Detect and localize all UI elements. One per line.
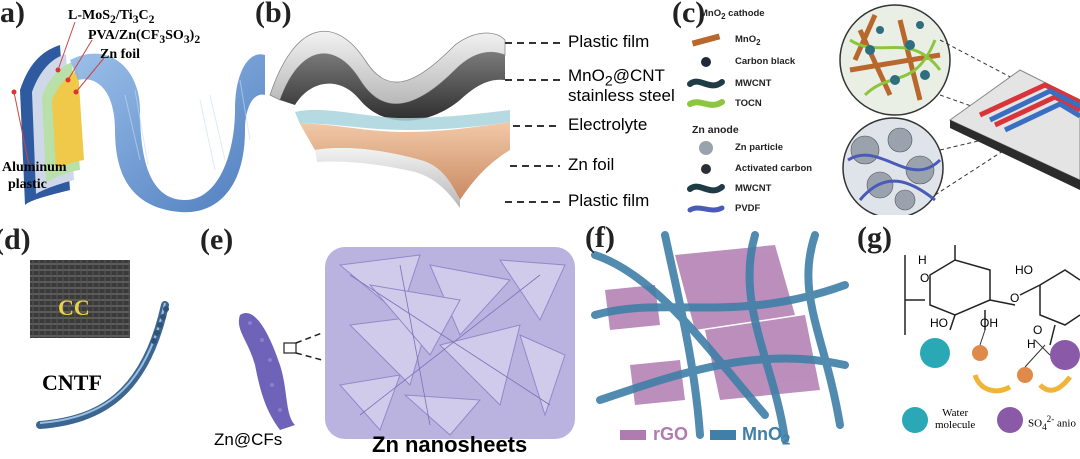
zn-particle-icon: [699, 141, 713, 155]
label-electrolyte: Electrolyte: [568, 115, 647, 135]
legend-anion-swatch: [997, 407, 1023, 433]
atom-label-o2: O: [1010, 291, 1019, 305]
legend-carbon-black: Carbon black: [735, 56, 795, 67]
mwcnt-icon: [690, 82, 722, 86]
arrow-1: [975, 375, 1010, 391]
anion-1: [1050, 340, 1080, 370]
water-molecule-1: [920, 338, 950, 368]
anode-zoom-circle: [843, 118, 943, 215]
panel-g-label: (g): [857, 221, 892, 255]
mno2-legend-swatch: [710, 430, 736, 440]
panel-e-label: (e): [200, 223, 233, 257]
carbon-black-icon: [701, 57, 711, 67]
label-plastic-film-bottom: Plastic film: [568, 191, 649, 211]
panel-c: (c) MnO2 cathode MnO2 Carbon black MWCNT…: [650, 0, 1080, 215]
panel-f: (f) rGO MnO2: [585, 215, 855, 459]
panel-e: (e) Zn@CFs Zn nanosheets: [200, 225, 590, 459]
cathode-title: MnO2 cathode: [700, 8, 765, 21]
layer-label-mos2: L-MoS2/Ti3C2: [68, 8, 154, 26]
atom-label-h1: H: [918, 253, 927, 267]
label-aluminum: Aluminum: [2, 160, 67, 176]
panel-a: a) L-MoS2/Ti3C2 PVA/Zn(CF3SO3)2 Zn foil …: [0, 0, 270, 215]
atom-label-o1: O: [920, 271, 929, 285]
atom-label-ho1: HO: [930, 316, 948, 330]
cntf-fiber-illustration: [0, 225, 210, 459]
atom-label-o3: O: [1033, 323, 1042, 337]
panel-d-label: (d): [0, 223, 31, 257]
legend-anion: SO42- anio: [1028, 414, 1076, 432]
layer-label-zn-foil: Zn foil: [100, 47, 140, 63]
activated-carbon-icon: [701, 164, 711, 174]
zn-cfs-label: Zn@CFs: [214, 430, 282, 450]
mno2-icon: [692, 33, 721, 46]
panel-b: (b) Plastic film MnO2@CNT stainless stee…: [255, 0, 695, 220]
cntf-label: CNTF: [42, 370, 102, 396]
panel-a-label: a): [0, 0, 25, 30]
legend-mno2-f: MnO2: [742, 424, 790, 449]
label-plastic: plastic: [8, 177, 47, 193]
legend-rgo: rGO: [653, 424, 688, 445]
label-plastic-film-top: Plastic film: [568, 32, 649, 52]
panel-b-label: (b): [255, 0, 292, 30]
mwcnt-anode-icon: [690, 187, 722, 191]
zn-nanosheets-label: Zn nanosheets: [372, 432, 527, 458]
rgo-sheets: [605, 245, 820, 405]
legend-mno2: MnO2: [735, 34, 761, 47]
layer-label-pva: PVA/Zn(CF3SO3)2: [88, 28, 200, 46]
legend-mwcnt-cathode: MWCNT: [735, 78, 771, 89]
polymer-chain: [905, 245, 1080, 345]
bridge-1: [972, 345, 988, 361]
bridge-2: [1017, 367, 1033, 383]
atom-label-oh1: OH: [980, 316, 998, 330]
legend-tocn: TOCN: [735, 98, 762, 109]
label-zn-foil: Zn foil: [568, 155, 614, 175]
arrow-2: [1040, 377, 1070, 390]
battery-ribbon: [70, 54, 265, 213]
rgo-legend-swatch: [620, 430, 646, 440]
panel-d: (d) CC CNTF: [0, 225, 210, 459]
zn-cf-fiber: [239, 313, 295, 430]
anode-title: Zn anode: [692, 124, 739, 136]
legend-zn-particle: Zn particle: [735, 142, 783, 153]
legend-activated-carbon: Activated carbon: [735, 163, 812, 174]
zn-nanosheet-illustration: [200, 225, 590, 459]
legend-pvdf: PVDF: [735, 203, 760, 214]
legend-mwcnt-anode: MWCNT: [735, 183, 771, 194]
cathode-zoom-circle: [840, 5, 950, 115]
legend-water-swatch: [902, 407, 928, 433]
atom-label-ho2: HO: [1015, 263, 1033, 277]
panel-f-label: (f): [585, 221, 615, 255]
printed-battery-diagram: [650, 0, 1080, 215]
rgo-mno2-network: [585, 215, 855, 459]
tocn-icon: [690, 102, 722, 105]
atom-label-h2: H: [1027, 337, 1036, 351]
pvdf-icon: [690, 208, 722, 210]
cc-label: CC: [58, 295, 90, 321]
